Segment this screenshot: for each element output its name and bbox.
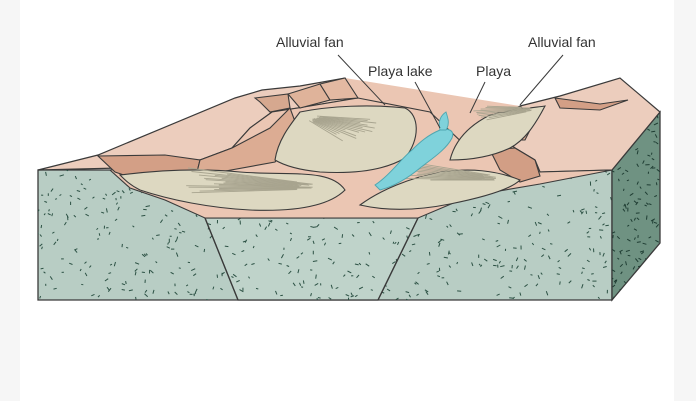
label-playa-lake: Playa lake — [368, 63, 433, 79]
rock-speck — [591, 274, 594, 275]
rock-speck — [498, 223, 500, 224]
rock-speck — [141, 215, 145, 216]
label-alluvial-fan-right: Alluvial fan — [528, 34, 596, 50]
rock-speck — [310, 227, 313, 228]
rock-speck — [647, 215, 648, 219]
rock-speck — [509, 298, 513, 299]
rock-speck — [586, 211, 587, 214]
rock-speck — [594, 189, 595, 191]
rock-speck — [638, 294, 641, 295]
rock-speck — [342, 234, 343, 238]
rock-speck — [55, 199, 57, 200]
rock-speck — [81, 284, 83, 285]
rock-speck — [657, 292, 661, 294]
rock-speck — [313, 227, 317, 228]
label-alluvial-fan-left: Alluvial fan — [276, 34, 344, 50]
rock-speck — [628, 255, 631, 256]
rock-speck — [637, 242, 641, 243]
rock-speck — [624, 189, 625, 191]
rock-speck — [540, 232, 541, 234]
rock-speck — [602, 213, 605, 214]
rock-speck — [449, 251, 450, 255]
rock-speck — [177, 237, 178, 240]
rock-speck — [49, 209, 50, 211]
rock-speck — [225, 246, 229, 247]
rock-speck — [550, 244, 552, 245]
rock-speck — [369, 252, 370, 254]
left-margin — [0, 0, 20, 401]
rock-speck — [619, 179, 620, 181]
rock-speck — [656, 182, 657, 185]
rock-speck — [654, 142, 656, 143]
rock-speck — [57, 239, 58, 241]
rock-speck — [126, 247, 128, 248]
rock-speck — [179, 268, 181, 269]
rock-speck — [560, 281, 561, 284]
rock-speck — [156, 235, 160, 236]
rock-speck — [41, 268, 44, 269]
rock-speck — [126, 281, 127, 284]
rock-speck — [316, 275, 317, 279]
rock-speck — [122, 290, 125, 291]
rock-speck — [303, 280, 304, 283]
rock-speck — [429, 252, 430, 256]
rock-speck — [651, 131, 655, 132]
rock-speck — [605, 225, 608, 226]
rock-speck — [557, 274, 560, 275]
rock-speck — [459, 234, 463, 235]
rock-speck — [393, 242, 394, 244]
rock-speck — [407, 236, 408, 239]
rock-speck — [204, 249, 205, 252]
rock-speck — [99, 233, 100, 236]
rock-speck — [179, 233, 181, 234]
rock-speck — [256, 288, 258, 289]
rock-speck — [41, 225, 42, 228]
rock-speck — [508, 201, 510, 202]
rock-speck — [371, 290, 373, 291]
rock-speck — [318, 298, 321, 299]
right-margin — [674, 0, 696, 401]
label-playa: Playa — [476, 63, 511, 79]
rock-speck — [531, 275, 533, 276]
rock-speck — [174, 229, 176, 230]
rock-speck — [317, 298, 318, 302]
